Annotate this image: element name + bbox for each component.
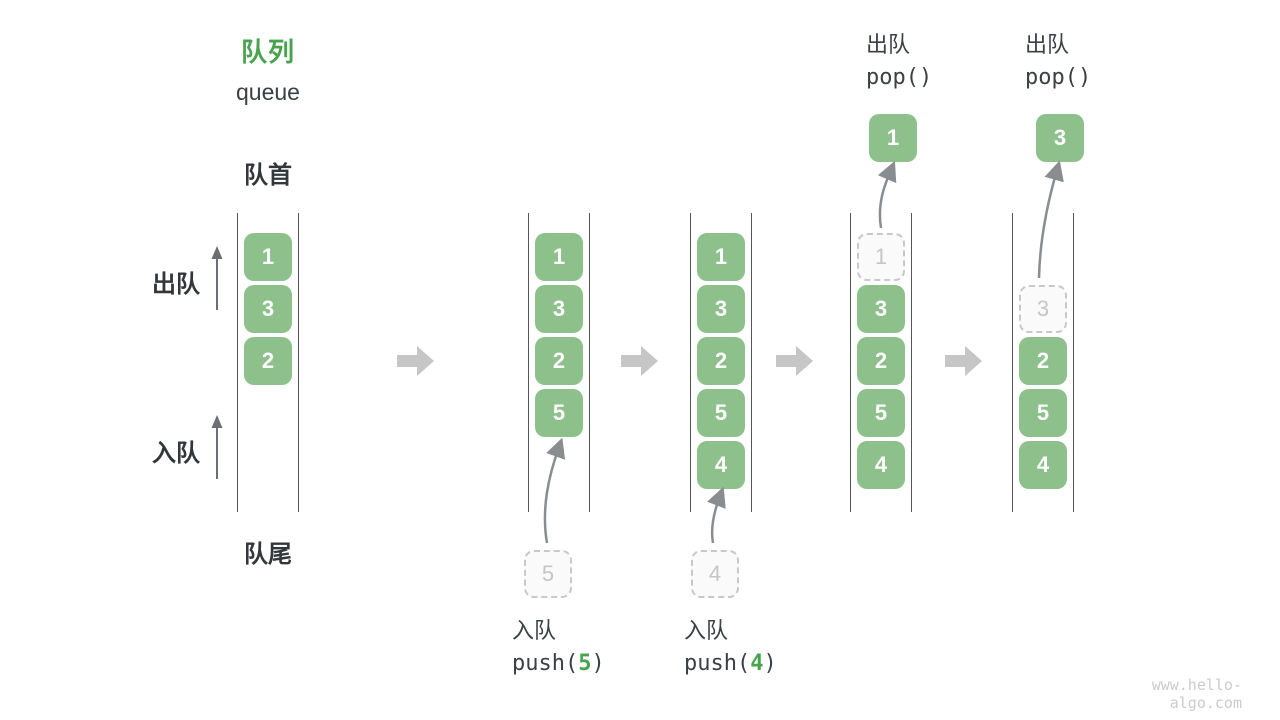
queue-column-1: 1 3 2 — [237, 213, 299, 512]
transition-arrow-icon — [621, 346, 658, 376]
pop1-label: 出队 — [866, 32, 911, 57]
queue-cell: 5 — [535, 389, 583, 437]
queue-column-5: 3 2 5 4 — [1012, 213, 1074, 512]
title-en: queue — [236, 79, 300, 105]
incoming-element-cell: 5 — [524, 550, 572, 598]
push4-label: 入队 — [684, 618, 729, 643]
popped-element-cell: 1 — [869, 114, 917, 162]
code-suffix: ) — [763, 651, 777, 676]
queue-cell: 1 — [697, 233, 745, 281]
queue-cell: 4 — [857, 441, 905, 489]
pop3-caption: 出队 pop() — [1025, 34, 1091, 89]
queue-cell: 4 — [697, 441, 745, 489]
code-arg: 5 — [578, 651, 592, 676]
code-prefix: push( — [684, 651, 751, 676]
queue-cell: 5 — [857, 389, 905, 437]
enqueue-direction-arrow-icon — [211, 415, 223, 479]
queue-cell: 1 — [244, 233, 292, 281]
queue-column-3: 1 3 2 5 4 — [690, 213, 752, 512]
queue-cell-ghost: 3 — [1019, 285, 1067, 333]
push4-caption: 入队 push(4) — [684, 620, 777, 675]
queue-front-label: 队首 — [244, 162, 292, 189]
queue-cell: 2 — [244, 337, 292, 385]
pop1-caption: 出队 pop() — [866, 34, 932, 89]
pop-arrow-icon — [877, 160, 897, 229]
queue-cell: 2 — [535, 337, 583, 385]
push5-label: 入队 — [512, 618, 557, 643]
queue-cell: 4 — [1019, 441, 1067, 489]
queue-cell: 1 — [535, 233, 583, 281]
queue-cell-ghost: 1 — [857, 233, 905, 281]
queue-cell: 3 — [535, 285, 583, 333]
push5-caption: 入队 push(5) — [512, 620, 605, 675]
queue-cell: 3 — [244, 285, 292, 333]
queue-cell: 5 — [697, 389, 745, 437]
queue-column-4: 1 3 2 5 4 — [850, 213, 912, 512]
transition-arrow-icon — [776, 346, 813, 376]
code-arg: 4 — [750, 651, 764, 676]
title-zh: 队列 — [240, 37, 295, 67]
pop1-code: pop() — [866, 65, 933, 90]
code-suffix: ) — [591, 651, 605, 676]
queue-cell: 3 — [697, 285, 745, 333]
site-watermark: www.hello-algo.com — [1151, 676, 1242, 712]
incoming-element-cell: 4 — [691, 550, 739, 598]
push-arrow-icon — [707, 486, 726, 544]
push-arrow-icon — [543, 437, 566, 544]
diagram-title: 队列 queue — [208, 32, 328, 106]
queue-cell: 2 — [857, 337, 905, 385]
queue-cell: 2 — [1019, 337, 1067, 385]
enqueue-side-label: 入队 — [152, 440, 200, 467]
dequeue-side-label: 出队 — [152, 271, 200, 298]
popped-element-cell: 3 — [1036, 114, 1084, 162]
push4-code: push(4) — [684, 653, 777, 675]
code-prefix: push( — [512, 651, 579, 676]
transition-arrow-icon — [397, 346, 434, 376]
queue-rear-label: 队尾 — [244, 541, 292, 568]
dequeue-direction-arrow-icon — [211, 246, 223, 310]
pop3-code: pop() — [1025, 65, 1092, 90]
queue-cell: 5 — [1019, 389, 1067, 437]
pop-arrow-icon — [1037, 160, 1064, 279]
transition-arrow-icon — [945, 346, 982, 376]
queue-cell: 2 — [697, 337, 745, 385]
pop3-label: 出队 — [1025, 32, 1070, 57]
push5-code: push(5) — [512, 653, 605, 675]
queue-column-2: 1 3 2 5 — [528, 213, 590, 512]
queue-cell: 3 — [857, 285, 905, 333]
